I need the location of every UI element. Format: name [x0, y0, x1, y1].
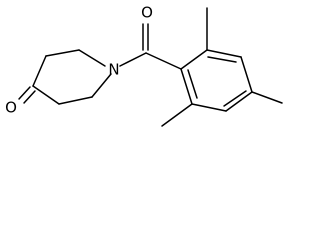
bond-aryl-c1-c2	[180, 49, 208, 70]
bond-ketone-double-a	[18, 86, 31, 100]
bond-acyl-to-aryl	[145, 52, 182, 70]
molecule-drawing: O O N	[5, 4, 283, 127]
bond-methyl-right	[251, 91, 283, 104]
bond-ketone-double-b	[23, 90, 36, 104]
ketone-oxygen-label: O	[5, 99, 17, 117]
bond-aryl-c3-c4	[240, 56, 253, 93]
bond-ring-lower-left-to-lower-right	[58, 96, 93, 105]
bond-aryl-inner-double-right	[223, 90, 247, 107]
bond-ring-upper-right-to-upper-left	[45, 49, 80, 57]
ring-nitrogen-label: N	[108, 61, 119, 79]
bond-aryl-c2-c3	[206, 49, 242, 58]
bond-aryl-c5-c6	[191, 103, 227, 112]
bond-n-to-acyl-carbon	[119, 52, 147, 67]
bond-aryl-inner-double-left	[187, 69, 198, 99]
bond-ring-upper-left-to-carbonyl	[32, 55, 47, 87]
bond-aryl-c4-c5	[225, 91, 253, 112]
bond-aryl-inner-double-top	[207, 56, 237, 63]
bond-ring-lower-right-to-n	[91, 73, 112, 98]
bond-ring-carbonyl-to-lower-left	[32, 85, 60, 105]
bond-aryl-c6-c1	[180, 68, 193, 105]
bond-methyl-bottom-left	[161, 103, 193, 127]
amide-oxygen-label: O	[141, 4, 153, 22]
bond-ring-n-to-upper-right	[78, 49, 106, 67]
chemical-structure-diagram: O O N	[5, 3, 283, 127]
